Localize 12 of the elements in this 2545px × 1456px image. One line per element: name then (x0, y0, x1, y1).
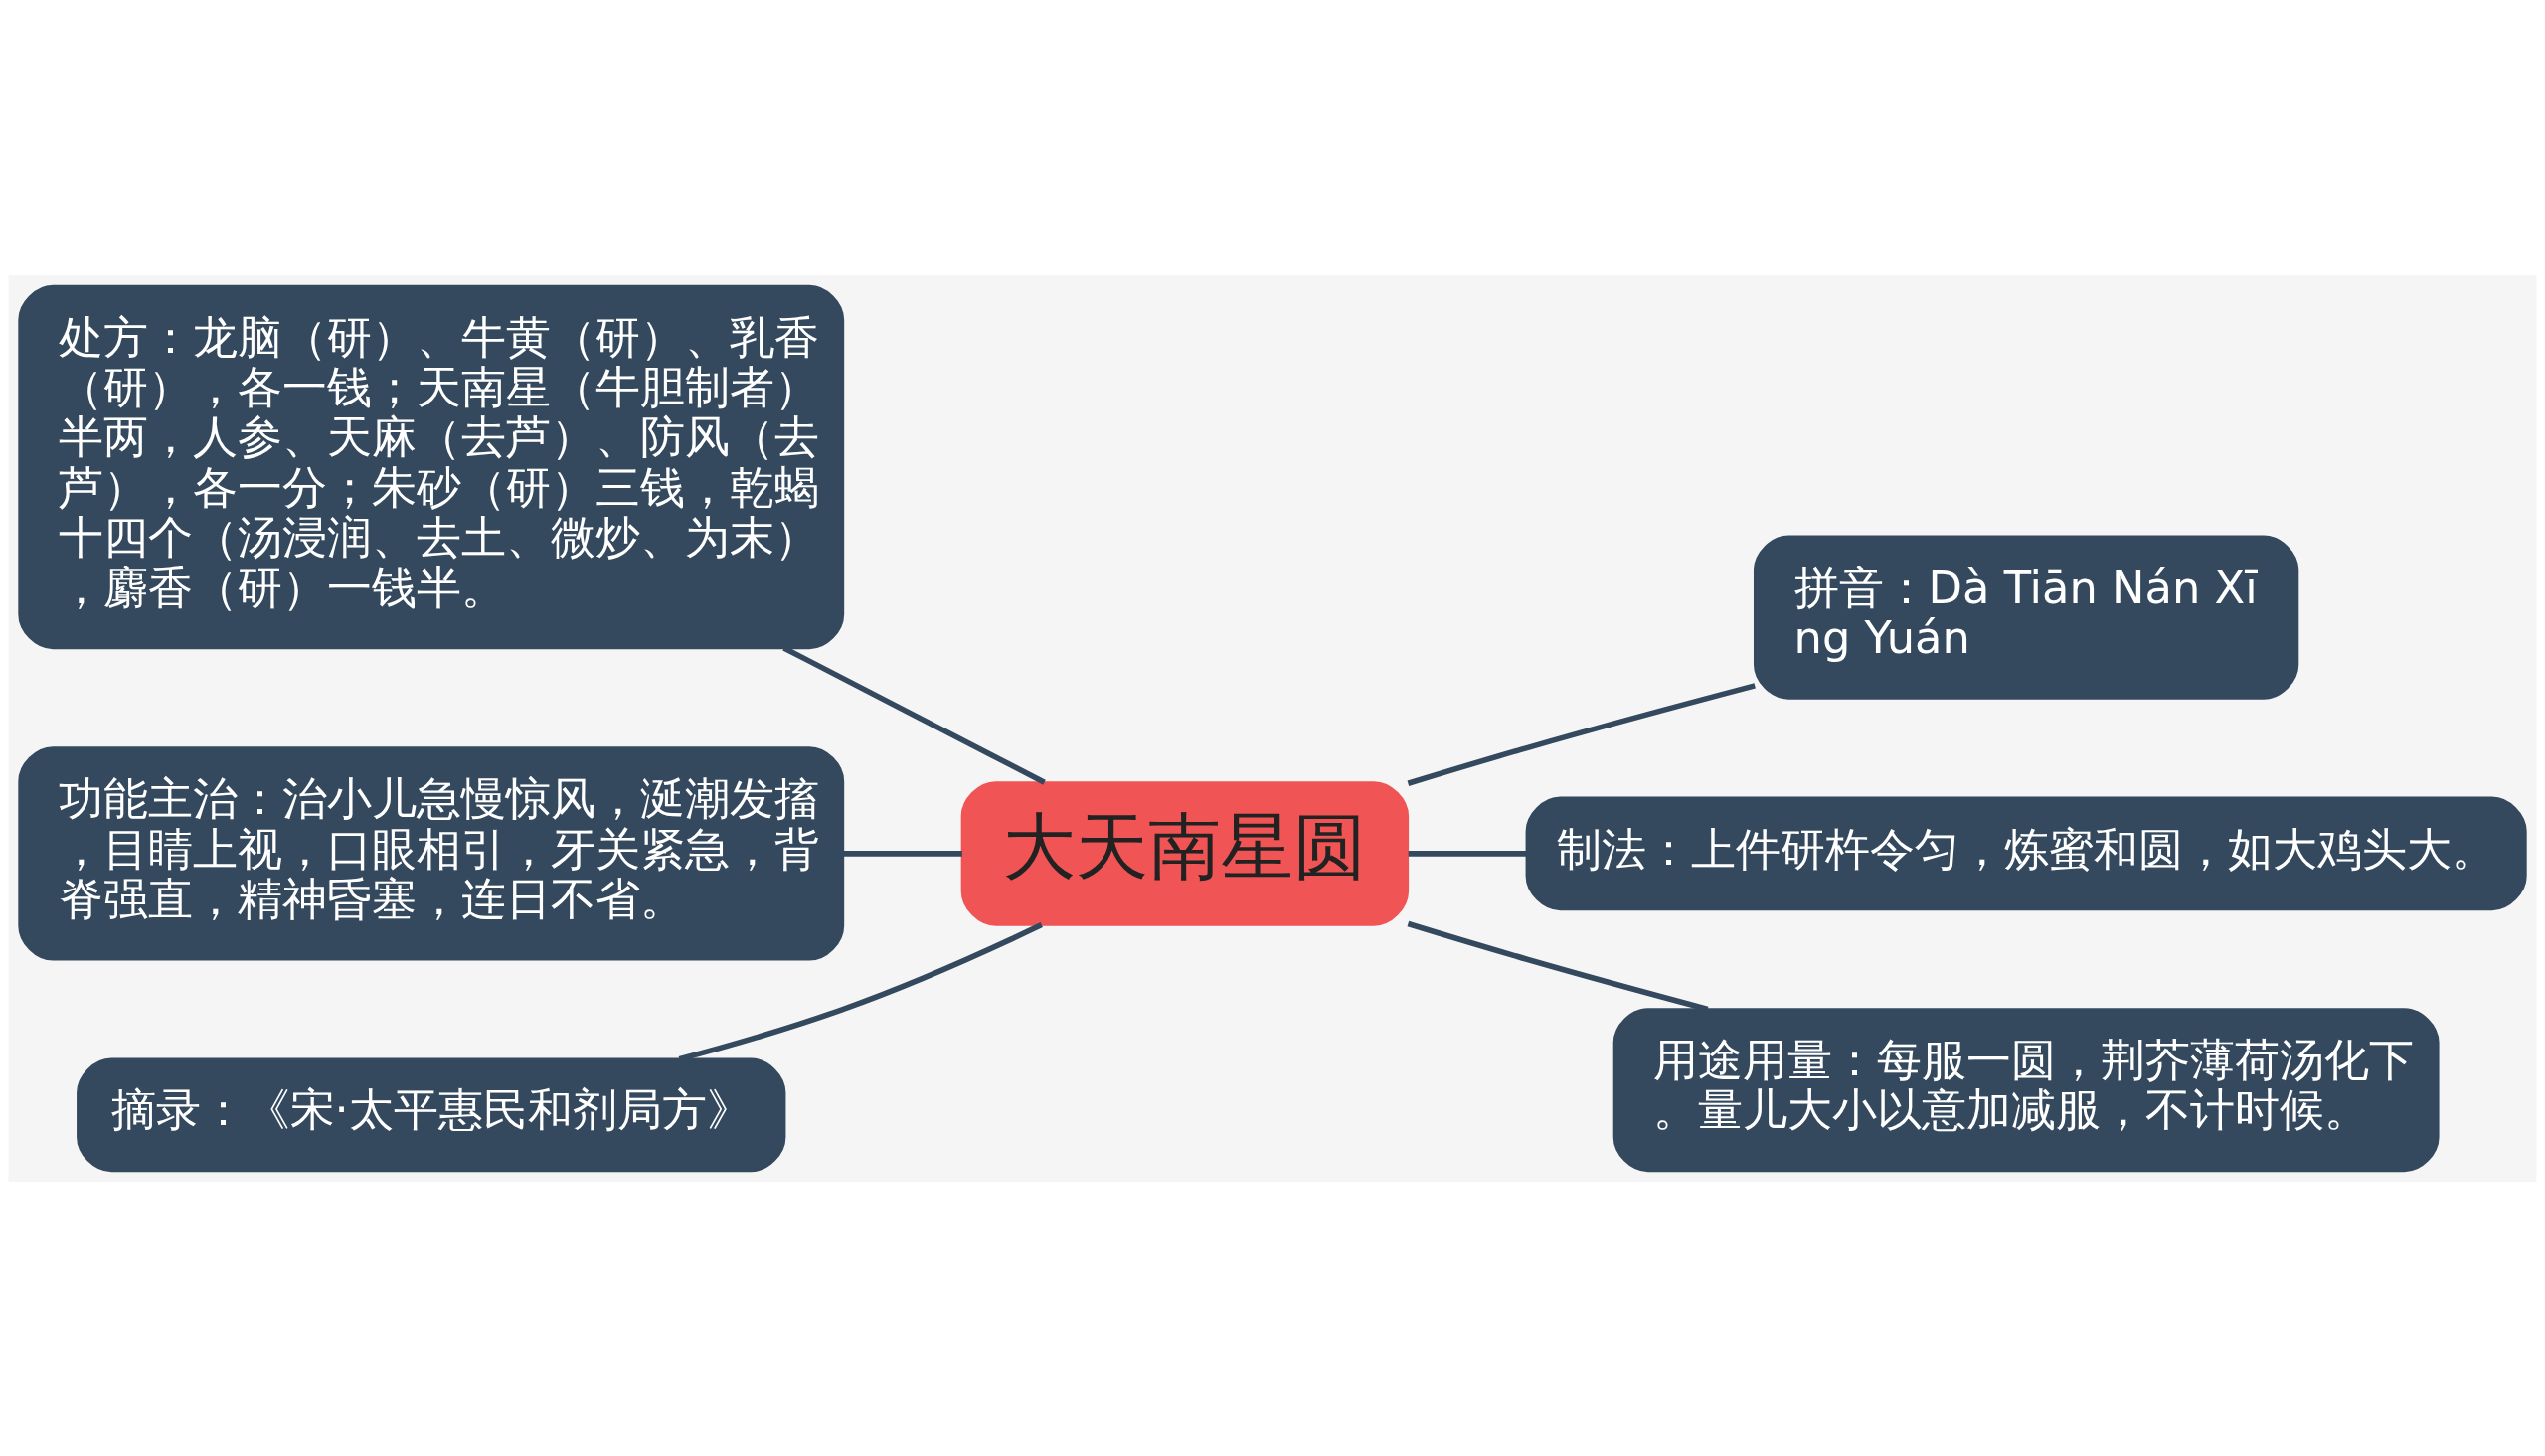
node-box: 用途用量：每服一圆，荆芥薄荷汤化下。量儿大小以意加减服，不计时候。 (1612, 1007, 2440, 1172)
node-box: 制法：上件研杵令匀，炼蜜和圆，如大鸡头大。 (1525, 796, 2527, 910)
connector (1407, 682, 1756, 786)
node-box: 摘录：《宋·太平惠民和剂局方》 (77, 1057, 786, 1172)
node-box: 处方：龙脑（研）、牛黄（研）、乳香（研），各一钱；天南星（牛胆制者）半两，人参、天麻（去芦）、防风（去芦），各一分；朱砂（研）三钱，乾蝎十四个（汤浸润、去土、微炒、为末），麝香（研）一钱半。 (18, 284, 845, 649)
node-box: 功能主治：治小儿急慢惊风，涎潮发搐，目睛上视，口眼相引，牙关紧急，背脊强直，精神昏塞，连日不省。 (18, 745, 845, 961)
connector (1408, 850, 1527, 857)
connector (1407, 920, 1709, 1012)
connector (678, 921, 1043, 1061)
node-box: 大天南星圆 (960, 780, 1410, 926)
node-box: 拼音：Dà Tiān Nán Xīng Yuán (1753, 535, 2299, 700)
connector (843, 850, 962, 857)
